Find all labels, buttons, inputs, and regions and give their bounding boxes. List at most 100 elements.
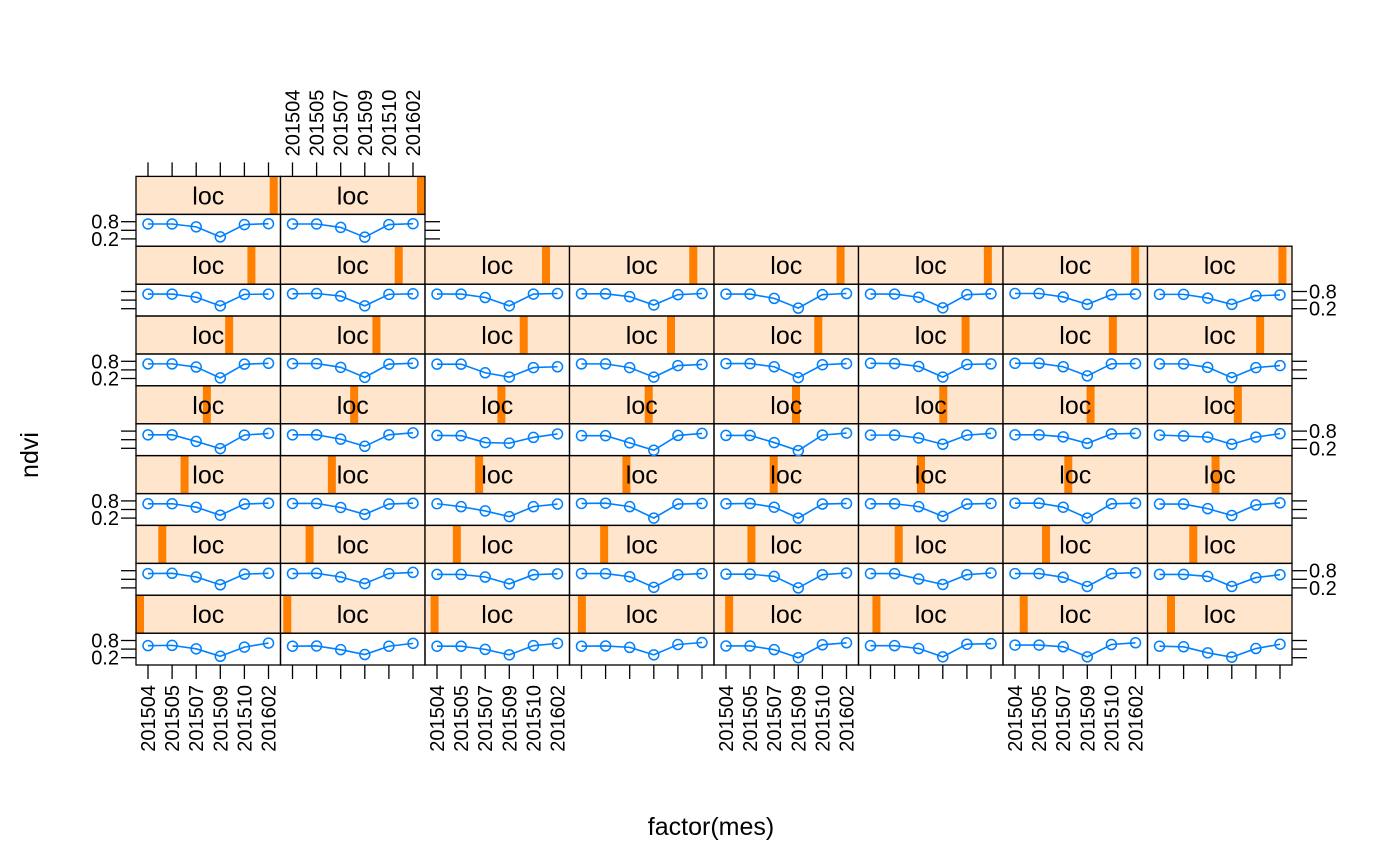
data-point [1129, 427, 1142, 440]
data-point [238, 641, 251, 653]
x-tick-label: 201505 [162, 685, 184, 752]
x-tick-label: 201505 [451, 685, 473, 752]
data-point [310, 357, 323, 370]
strip-indicator [1108, 316, 1117, 354]
y-tick-label: 0.8 [1309, 421, 1337, 443]
strip-bg [1003, 385, 1148, 424]
panel-frame [135, 213, 282, 247]
data-point [648, 581, 660, 594]
data-point [359, 577, 371, 590]
series-line [1015, 641, 1136, 658]
data-point [599, 497, 612, 509]
x-tick-label: 201504 [138, 685, 160, 752]
data-point [551, 498, 564, 510]
data-point [1177, 498, 1190, 510]
data-point [527, 431, 540, 444]
strip-bg [1147, 385, 1292, 424]
series-line [292, 292, 414, 307]
data-point [334, 571, 347, 583]
strip-label: loc [192, 392, 224, 420]
strip-label: loc [337, 322, 369, 350]
y-tick-label: 0.8 [1309, 561, 1337, 583]
data-point [551, 428, 564, 440]
data-point [455, 500, 467, 513]
panel-frame [424, 562, 571, 596]
data-point [1274, 359, 1286, 372]
data-point [961, 638, 973, 650]
data-point [214, 509, 227, 521]
strip-indicator [747, 525, 756, 564]
data-point [840, 567, 853, 579]
data-point [1226, 371, 1238, 384]
strip-label: loc [1059, 252, 1091, 280]
strip-label: loc [626, 531, 658, 559]
data-point [599, 358, 612, 370]
strip-label: loc [337, 392, 369, 420]
data-point [575, 640, 588, 652]
data-point [720, 429, 732, 442]
strip-indicator [475, 455, 484, 494]
x-axis-title: factor(mes) [648, 813, 774, 841]
data-point [768, 436, 780, 449]
data-point [1033, 497, 1045, 509]
data-point [1009, 567, 1021, 580]
strip-indicator [452, 525, 461, 564]
strip-label: loc [337, 531, 369, 559]
y-tick-label: 0.2 [1309, 299, 1337, 321]
data-point [696, 567, 708, 580]
panel-frame [1002, 632, 1149, 666]
strip-indicator [1167, 595, 1175, 634]
strip-bg [714, 385, 859, 424]
data-point [961, 358, 973, 371]
y-tick-label: 0.8 [91, 351, 119, 373]
data-point [431, 498, 443, 510]
data-point [912, 360, 925, 373]
strip-bg [569, 316, 714, 354]
data-point [359, 371, 371, 384]
data-point [575, 497, 588, 510]
data-point [672, 498, 684, 510]
strip-indicator [725, 595, 734, 634]
data-point [1009, 357, 1021, 370]
x-tick-label: 201507 [475, 685, 497, 752]
data-point [407, 566, 419, 579]
strip-label: loc [1059, 462, 1091, 490]
data-point [407, 217, 419, 230]
data-point [407, 497, 419, 509]
y-tick-label: 0.2 [91, 369, 119, 391]
series-line [726, 572, 847, 589]
data-point [527, 500, 540, 513]
strip-label: loc [770, 252, 802, 280]
data-point [190, 571, 202, 583]
data-point [1033, 429, 1045, 441]
strip-indicator [667, 316, 675, 354]
x-tick-label: 201510 [379, 90, 401, 157]
x-tick-label: 201507 [186, 685, 208, 752]
data-point [383, 640, 395, 652]
strip-label: loc [770, 601, 802, 629]
data-point [142, 429, 154, 441]
data-point [142, 218, 154, 230]
strip-bg [714, 455, 859, 494]
series-line [1015, 362, 1136, 377]
data-point [1105, 498, 1118, 510]
data-point [1153, 288, 1166, 301]
panel-frame [1002, 492, 1149, 527]
strip-bg [1003, 246, 1148, 285]
series-line [726, 641, 847, 659]
data-point [1177, 288, 1190, 301]
data-point [431, 288, 443, 300]
data-point [575, 567, 588, 580]
data-point [985, 427, 997, 440]
data-point [937, 371, 949, 383]
strip-label: loc [1204, 322, 1236, 350]
data-point [142, 498, 154, 510]
data-point [720, 568, 732, 580]
data-point [383, 429, 395, 441]
x-tick-label: 201504 [283, 90, 305, 157]
data-point [599, 567, 612, 580]
strip-indicator [542, 246, 550, 285]
strip-label: loc [192, 182, 224, 210]
data-point [383, 567, 395, 580]
y-tick-label: 0.2 [91, 648, 119, 670]
